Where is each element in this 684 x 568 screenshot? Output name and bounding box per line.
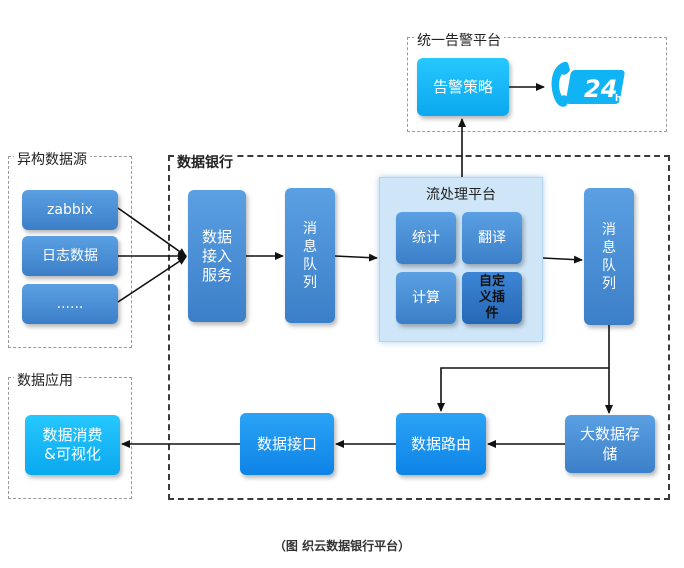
- arrow-zabbix-to-ingest: [117, 207, 187, 257]
- data-interface-box[interactable]: 数据接口: [240, 413, 334, 475]
- stream-processing-title: 流处理平台: [426, 187, 496, 203]
- data-apps-title: 数据应用: [14, 370, 76, 390]
- stat-box[interactable]: 统计: [396, 212, 456, 264]
- message-queue-1-label: 消 息 队 列: [303, 220, 317, 291]
- message-queue-2-label: 消 息 队 列: [602, 221, 616, 292]
- arrow-queue2-to-routing: [437, 367, 609, 412]
- ingest-service-label: 数据 接入 服务: [201, 227, 232, 284]
- source-more[interactable]: ......: [22, 284, 118, 324]
- alert-platform-title: 统一告警平台: [414, 30, 504, 50]
- data-consumer-box[interactable]: 数据消费 &可视化: [25, 415, 120, 475]
- source-zabbix[interactable]: zabbix: [22, 190, 118, 230]
- phone-24h-icon: 24 h: [546, 60, 630, 112]
- arrow-stream-to-queue2: [542, 255, 583, 264]
- translate-box[interactable]: 翻译: [462, 212, 522, 264]
- data-bank-group: [168, 155, 670, 500]
- big-data-storage-label: 大数据存 储: [579, 425, 640, 463]
- data-consumer-label: 数据消费 &可视化: [42, 426, 103, 463]
- figure-caption: （图 织云数据银行平台）: [273, 539, 411, 553]
- alert-policy-box[interactable]: 告警策略: [417, 58, 509, 116]
- data-bank-title: 数据银行: [174, 152, 236, 172]
- compute-box[interactable]: 计算: [396, 272, 456, 324]
- alert-platform-group: [407, 37, 667, 132]
- custom-plugin-label: 自定 义插 件: [478, 274, 505, 321]
- source-log-data[interactable]: 日志数据: [22, 236, 118, 276]
- message-queue-1-box[interactable]: 消 息 队 列: [285, 188, 335, 323]
- ingest-service-box[interactable]: 数据 接入 服务: [188, 190, 246, 322]
- custom-plugin-box[interactable]: 自定 义插 件: [462, 272, 522, 324]
- arrow-queue1-to-stream: [334, 253, 378, 262]
- data-sources-title: 异构数据源: [14, 149, 90, 169]
- big-data-storage-box[interactable]: 大数据存 储: [565, 415, 655, 473]
- phone-badge-24: 24: [584, 75, 617, 103]
- svg-text:h: h: [615, 94, 621, 104]
- arrow-more-to-ingest: [117, 256, 187, 303]
- message-queue-2-box[interactable]: 消 息 队 列: [584, 188, 634, 325]
- data-routing-box[interactable]: 数据路由: [396, 413, 486, 475]
